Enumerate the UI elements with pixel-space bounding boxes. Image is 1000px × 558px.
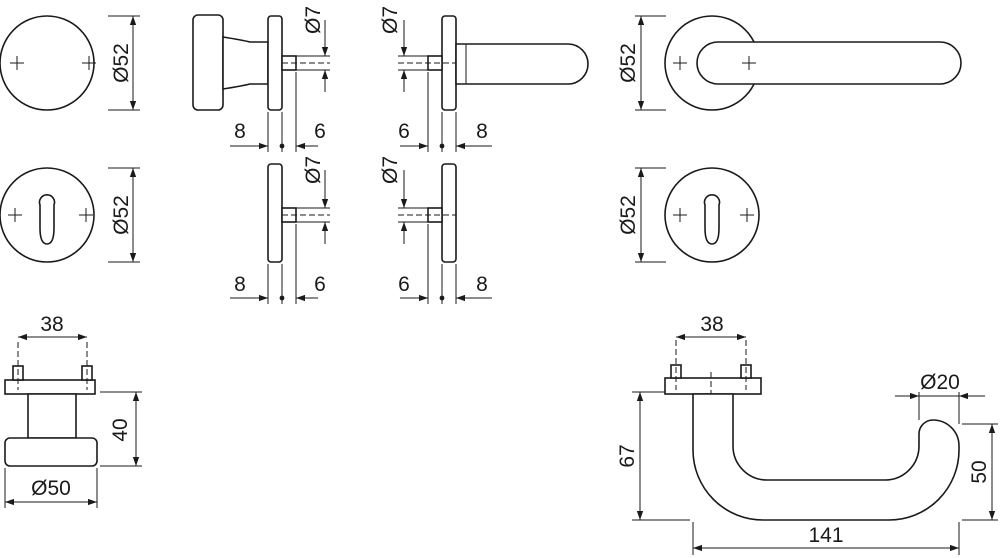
knob-right-offset: 6: [314, 120, 326, 143]
screw-mark-right: [82, 56, 96, 70]
lever-profile: 38 Ø20 67 141 50: [616, 313, 998, 555]
lever-front-view: Ø52: [617, 15, 962, 111]
screw-mark-left: [8, 208, 22, 222]
escutcheon-plate: [267, 163, 283, 263]
knob-head: [192, 14, 224, 111]
escutcheon-right-offset-a: 6: [398, 273, 410, 296]
escutcheon-plate: [441, 163, 457, 263]
lever-side-view: Ø7 6 8: [379, 6, 589, 152]
escutcheon-spindle-label-left: Ø7: [302, 156, 325, 184]
lever-left-offset: 6: [398, 120, 410, 143]
lever-grip: [696, 41, 962, 85]
knob-diameter-label: Ø50: [31, 477, 71, 500]
escutcheon-diameter-label: Ø52: [110, 195, 133, 235]
profile-lever-body: [692, 393, 960, 521]
knob-rose-plate: [267, 15, 283, 111]
profile-neck: [27, 393, 77, 439]
screw-mark-left: [10, 56, 24, 70]
lever-spindle-label: Ø7: [379, 6, 402, 34]
knob-height-label: 40: [109, 418, 132, 441]
knob-pin-spacing-label: 38: [40, 313, 63, 336]
cylinder-keyhole: [703, 194, 721, 245]
lever-rose-diameter-label: Ø52: [617, 43, 640, 83]
knob-left-offset: 8: [234, 120, 246, 143]
lever-height-label: 67: [616, 444, 639, 467]
lever-right-offset: 8: [476, 120, 488, 143]
cylinder-keyhole: [38, 194, 56, 245]
screw-mark-lever: [742, 56, 756, 70]
screw-mark-left: [673, 208, 687, 222]
profile-knob-head: [4, 437, 98, 467]
screw-mark-right: [79, 208, 93, 222]
knob-side-view: Ø7 8 6: [192, 6, 330, 152]
knob-spindle-label: Ø7: [302, 6, 325, 34]
screw-mark-left: [673, 56, 687, 70]
escutcheon-front-left: Ø52: [0, 167, 140, 263]
escutcheon-left-offset-b: 6: [314, 273, 326, 296]
lever-arm: [455, 43, 589, 85]
lever-grip-diameter-label: Ø20: [920, 371, 960, 394]
profile-rose-plate: [664, 377, 762, 395]
escutcheon-right-offset-b: 8: [476, 273, 488, 296]
knob-profile: 38 40 Ø50: [4, 313, 142, 508]
rose-front-top: Ø52: [0, 15, 140, 111]
escutcheon-spindle-label-right: Ø7: [379, 156, 402, 184]
rose-diameter-label: Ø52: [110, 43, 133, 83]
escutcheon-right-diameter-label: Ø52: [617, 195, 640, 235]
knob-neck: [222, 36, 269, 90]
escutcheon-side-left: Ø7 8 6: [230, 156, 330, 304]
escutcheon-side-right: Ø7 6 8: [379, 156, 492, 304]
lever-projection-label: 50: [968, 460, 991, 483]
escutcheon-front-right: Ø52: [617, 167, 760, 263]
lever-length-label: 141: [808, 524, 843, 547]
escutcheon-left-offset-a: 8: [234, 273, 246, 296]
screw-mark-right: [740, 208, 754, 222]
lever-pin-spacing-label: 38: [700, 313, 723, 336]
